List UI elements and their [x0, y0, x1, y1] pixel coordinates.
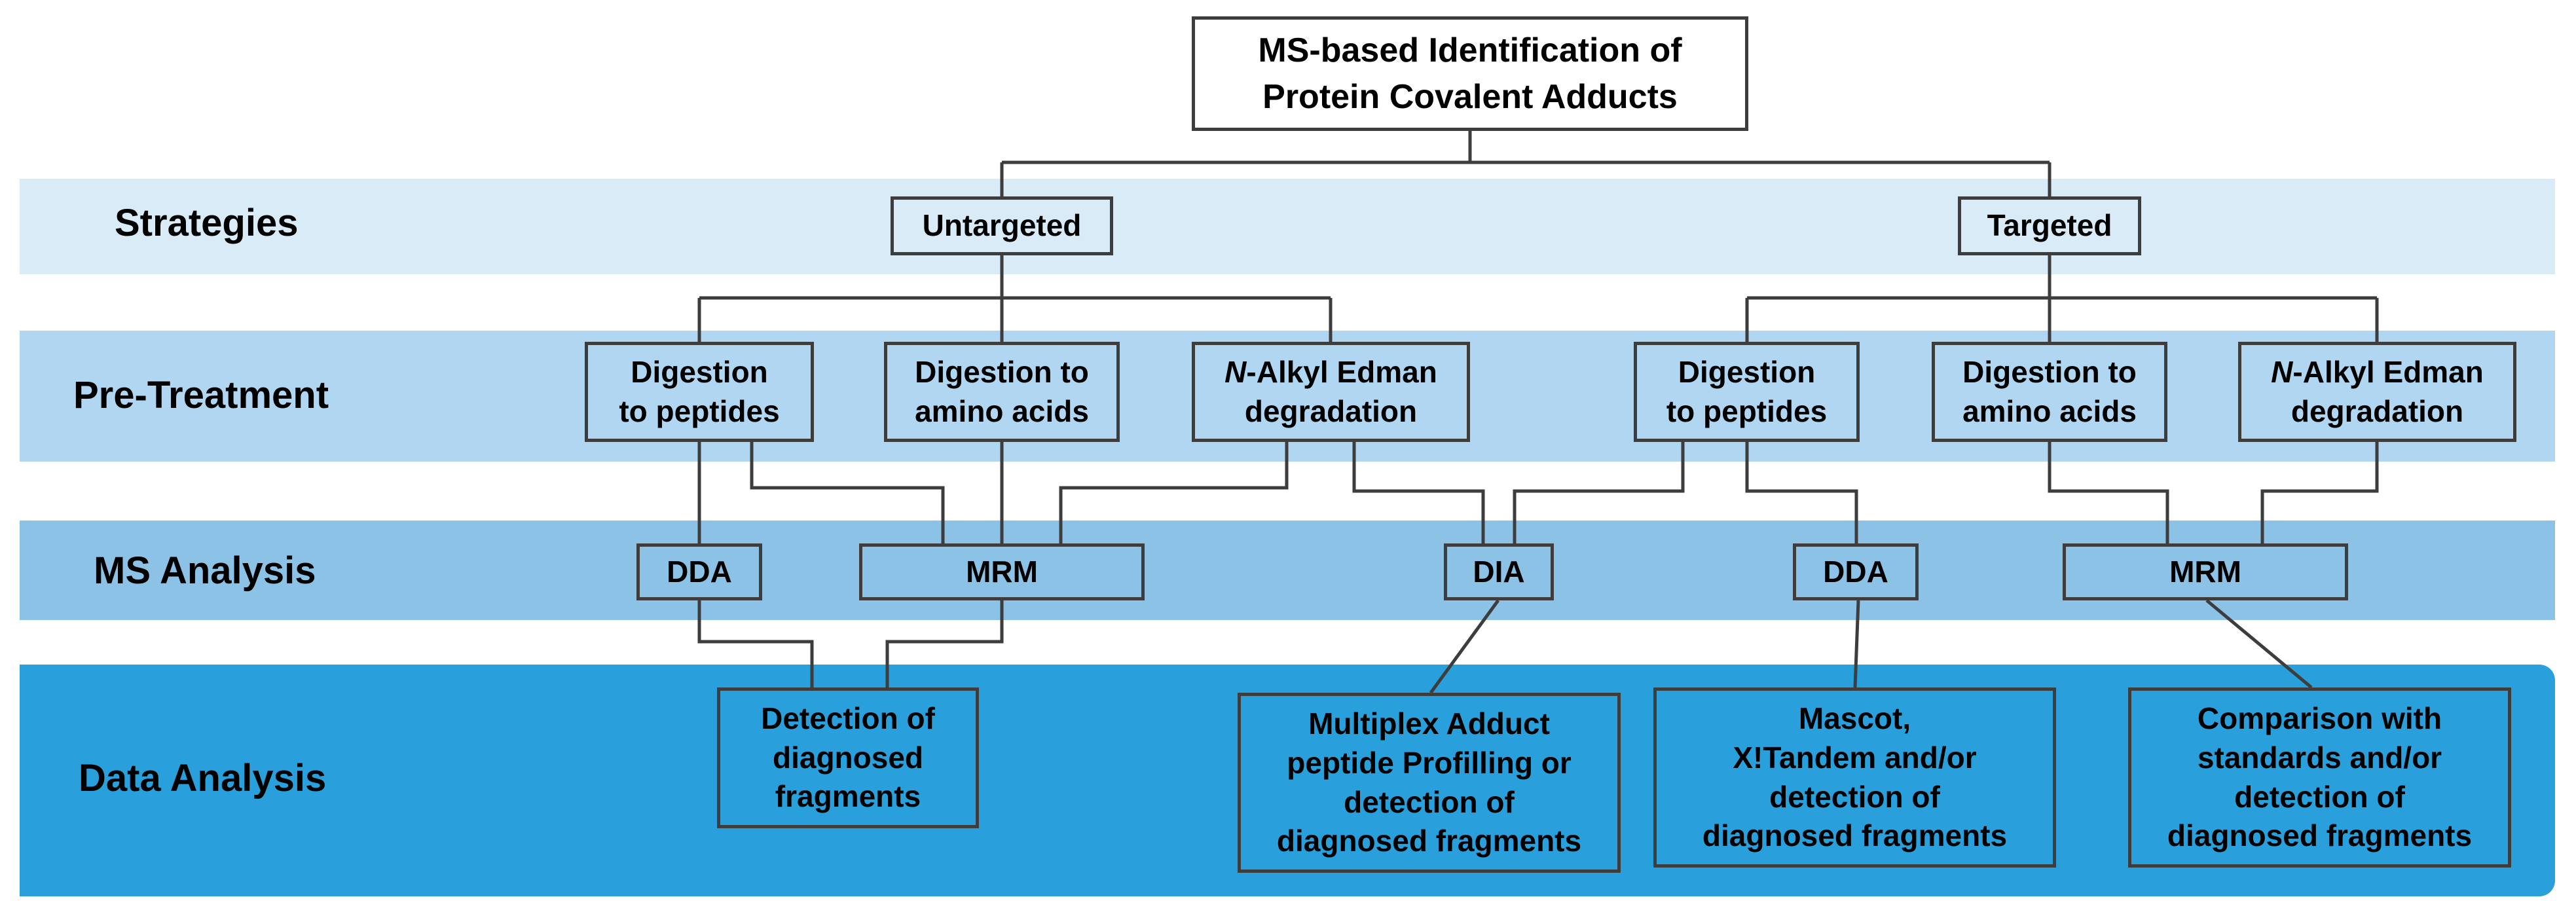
mascot-box: Mascot, X!Tandem and/or detection of dia…: [1653, 687, 2056, 868]
targeted-edman-rest: -Alkyl Edman degradation: [2291, 354, 2484, 428]
untargeted-digestion-peptides-box: Digestion to peptides: [585, 342, 814, 442]
untargeted-edman-degradation-label: N-Alkyl Edman degradation: [1224, 353, 1437, 431]
row-label-ms-analysis: MS Analysis: [94, 549, 316, 592]
targeted-digestion-amino-acids-label: Digestion to amino acids: [1962, 354, 2137, 428]
detection-label: Detection of diagnosed fragments: [761, 701, 935, 814]
untargeted-digestion-amino-acids-label: Digestion to amino acids: [915, 354, 1089, 428]
mrm-label-targeted: MRM: [2169, 554, 2241, 589]
multiplex-box: Multiplex Adduct peptide Profilling or d…: [1238, 693, 1621, 873]
untargeted-digestion-amino-acids-box: Digestion to amino acids: [884, 342, 1120, 442]
dda-box-untargeted: DDA: [636, 543, 762, 600]
targeted-digestion-peptides-label: Digestion to peptides: [1666, 354, 1828, 428]
untargeted-edman-rest: -Alkyl Edman degradation: [1244, 354, 1437, 428]
untargeted-digestion-peptides-label: Digestion to peptides: [619, 354, 780, 428]
mrm-box-untargeted: MRM: [859, 543, 1145, 600]
targeted-label: Targeted: [1987, 208, 2112, 243]
untargeted-edman-degradation-box: N-Alkyl Edman degradation: [1192, 342, 1470, 442]
main-title: MS-based Identification of Protein Coval…: [1258, 31, 1682, 116]
untargeted-box: Untargeted: [891, 196, 1113, 255]
targeted-edman-degradation-box: N-Alkyl Edman degradation: [2238, 342, 2516, 442]
targeted-edman-degradation-label: N-Alkyl Edman degradation: [2271, 353, 2484, 431]
row-label-pretreatment: Pre-Treatment: [73, 374, 329, 416]
targeted-edman-italic-n: N: [2271, 354, 2293, 389]
mrm-label-untargeted: MRM: [966, 554, 1038, 589]
targeted-box: Targeted: [1958, 196, 2141, 255]
row-label-strategies: Strategies: [115, 202, 299, 244]
row-label-data-analysis: Data Analysis: [79, 757, 327, 799]
comparison-box: Comparison with standards and/or detecti…: [2128, 687, 2511, 868]
mrm-box-targeted: MRM: [2063, 543, 2348, 600]
dda-box-targeted: DDA: [1793, 543, 1919, 600]
dia-box: DIA: [1444, 543, 1554, 600]
targeted-digestion-amino-acids-box: Digestion to amino acids: [1932, 342, 2167, 442]
detection-box: Detection of diagnosed fragments: [717, 687, 979, 828]
untargeted-label: Untargeted: [922, 208, 1082, 243]
main-title-box: MS-based Identification of Protein Coval…: [1192, 16, 1748, 131]
dia-label: DIA: [1473, 554, 1525, 589]
comparison-label: Comparison with standards and/or detecti…: [2167, 701, 2473, 853]
mascot-label: Mascot, X!Tandem and/or detection of dia…: [1702, 701, 2008, 853]
targeted-digestion-peptides-box: Digestion to peptides: [1634, 342, 1860, 442]
dda-label-untargeted: DDA: [667, 554, 732, 589]
untargeted-edman-italic-n: N: [1224, 354, 1247, 389]
dda-label-targeted: DDA: [1823, 554, 1888, 589]
multiplex-label: Multiplex Adduct peptide Profilling or d…: [1276, 706, 1582, 858]
